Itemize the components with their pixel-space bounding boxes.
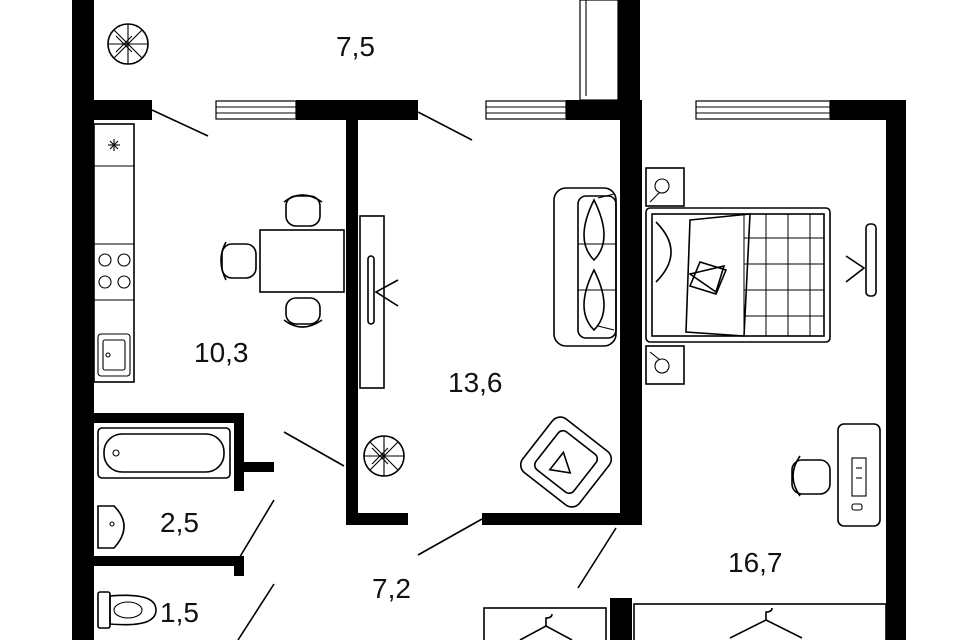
- toilet-icon: [97, 591, 157, 629]
- room-area-hallway: 7,2: [372, 573, 411, 604]
- bathtub-icon: [97, 427, 231, 479]
- window-living: [485, 100, 567, 120]
- kitchen-sink-icon: [97, 333, 131, 377]
- window-bedroom: [695, 100, 831, 120]
- door-bathroom: [237, 499, 275, 561]
- chair-icon: [283, 297, 323, 328]
- nightstand-icon: [645, 167, 685, 207]
- door-bedroom: [577, 527, 617, 589]
- wall-top-segment: [296, 100, 418, 120]
- door-toilet: [237, 583, 275, 640]
- bathroom-wall-top: [94, 413, 244, 423]
- doors: [151, 109, 617, 640]
- room-area-balcony: 7,5: [336, 31, 375, 62]
- wardrobe-divider: [610, 598, 632, 640]
- door-balcony-living: [417, 111, 473, 141]
- walls: [72, 0, 906, 640]
- wardrobe-icon: [633, 603, 887, 640]
- bathroom-wall-right: [234, 413, 244, 491]
- door-living: [417, 518, 483, 556]
- wardrobe-icon: [483, 607, 607, 640]
- outer-wall-right: [886, 100, 906, 640]
- room-area-kitchen: 10,3: [194, 337, 249, 368]
- windows: [215, 0, 831, 120]
- tv-wall-icon: [845, 223, 877, 297]
- chair-icon: [283, 194, 323, 227]
- door-balcony-kitchen: [151, 109, 209, 137]
- plant-icon: [363, 435, 405, 477]
- living-wall-bottom: [346, 513, 408, 525]
- dining-set: [220, 194, 345, 328]
- room-area-living-room: 13,6: [448, 367, 503, 398]
- outer-wall-left: [72, 0, 94, 640]
- bath-toilet-wall-stub: [234, 556, 244, 576]
- chair-icon: [220, 241, 257, 281]
- room-area-bedroom: 16,7: [728, 547, 783, 578]
- bed-icon: [645, 207, 831, 343]
- plant-icon: [107, 23, 149, 65]
- bathroom-wall-stub: [244, 462, 274, 472]
- wall-top-segment: [72, 100, 152, 120]
- hanger-icon: [519, 625, 573, 640]
- stove-icon: [98, 253, 131, 289]
- kitchen-living-partition: [346, 120, 358, 525]
- window-kitchen: [215, 100, 297, 120]
- living-bedroom-wall: [620, 100, 642, 525]
- fridge-snowflake-icon: [108, 139, 120, 151]
- sofa-icon: [553, 187, 617, 347]
- chair-icon: [791, 455, 831, 497]
- tv-stand: [359, 215, 399, 389]
- nightstand-icon: [645, 345, 685, 385]
- sink-icon: [97, 505, 125, 549]
- door-kitchen: [283, 431, 345, 467]
- room-area-toilet: 1,5: [160, 597, 199, 628]
- desk-icon: [837, 423, 881, 527]
- room-area-bathroom: 2,5: [160, 507, 199, 538]
- dining-table: [259, 229, 345, 293]
- bath-toilet-wall: [94, 556, 244, 566]
- armchair-icon: [519, 416, 613, 508]
- living-wall-bottom: [482, 513, 640, 525]
- balcony-wall-right: [618, 0, 640, 100]
- hanger-icon: [729, 619, 803, 639]
- kitchen-counter: [93, 123, 135, 383]
